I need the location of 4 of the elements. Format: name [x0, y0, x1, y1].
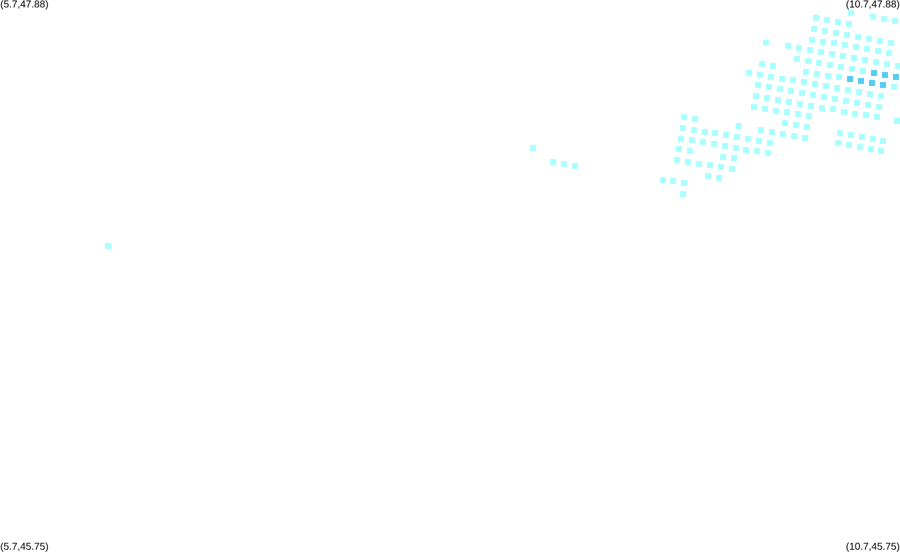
- coordinate-label: (10.7,45.75): [846, 542, 900, 552]
- coordinate-label: (5.7,47.88): [0, 0, 48, 10]
- coordinate-label: (10.7,47.88): [846, 0, 900, 10]
- coordinate-label: (5.7,45.75): [0, 542, 48, 552]
